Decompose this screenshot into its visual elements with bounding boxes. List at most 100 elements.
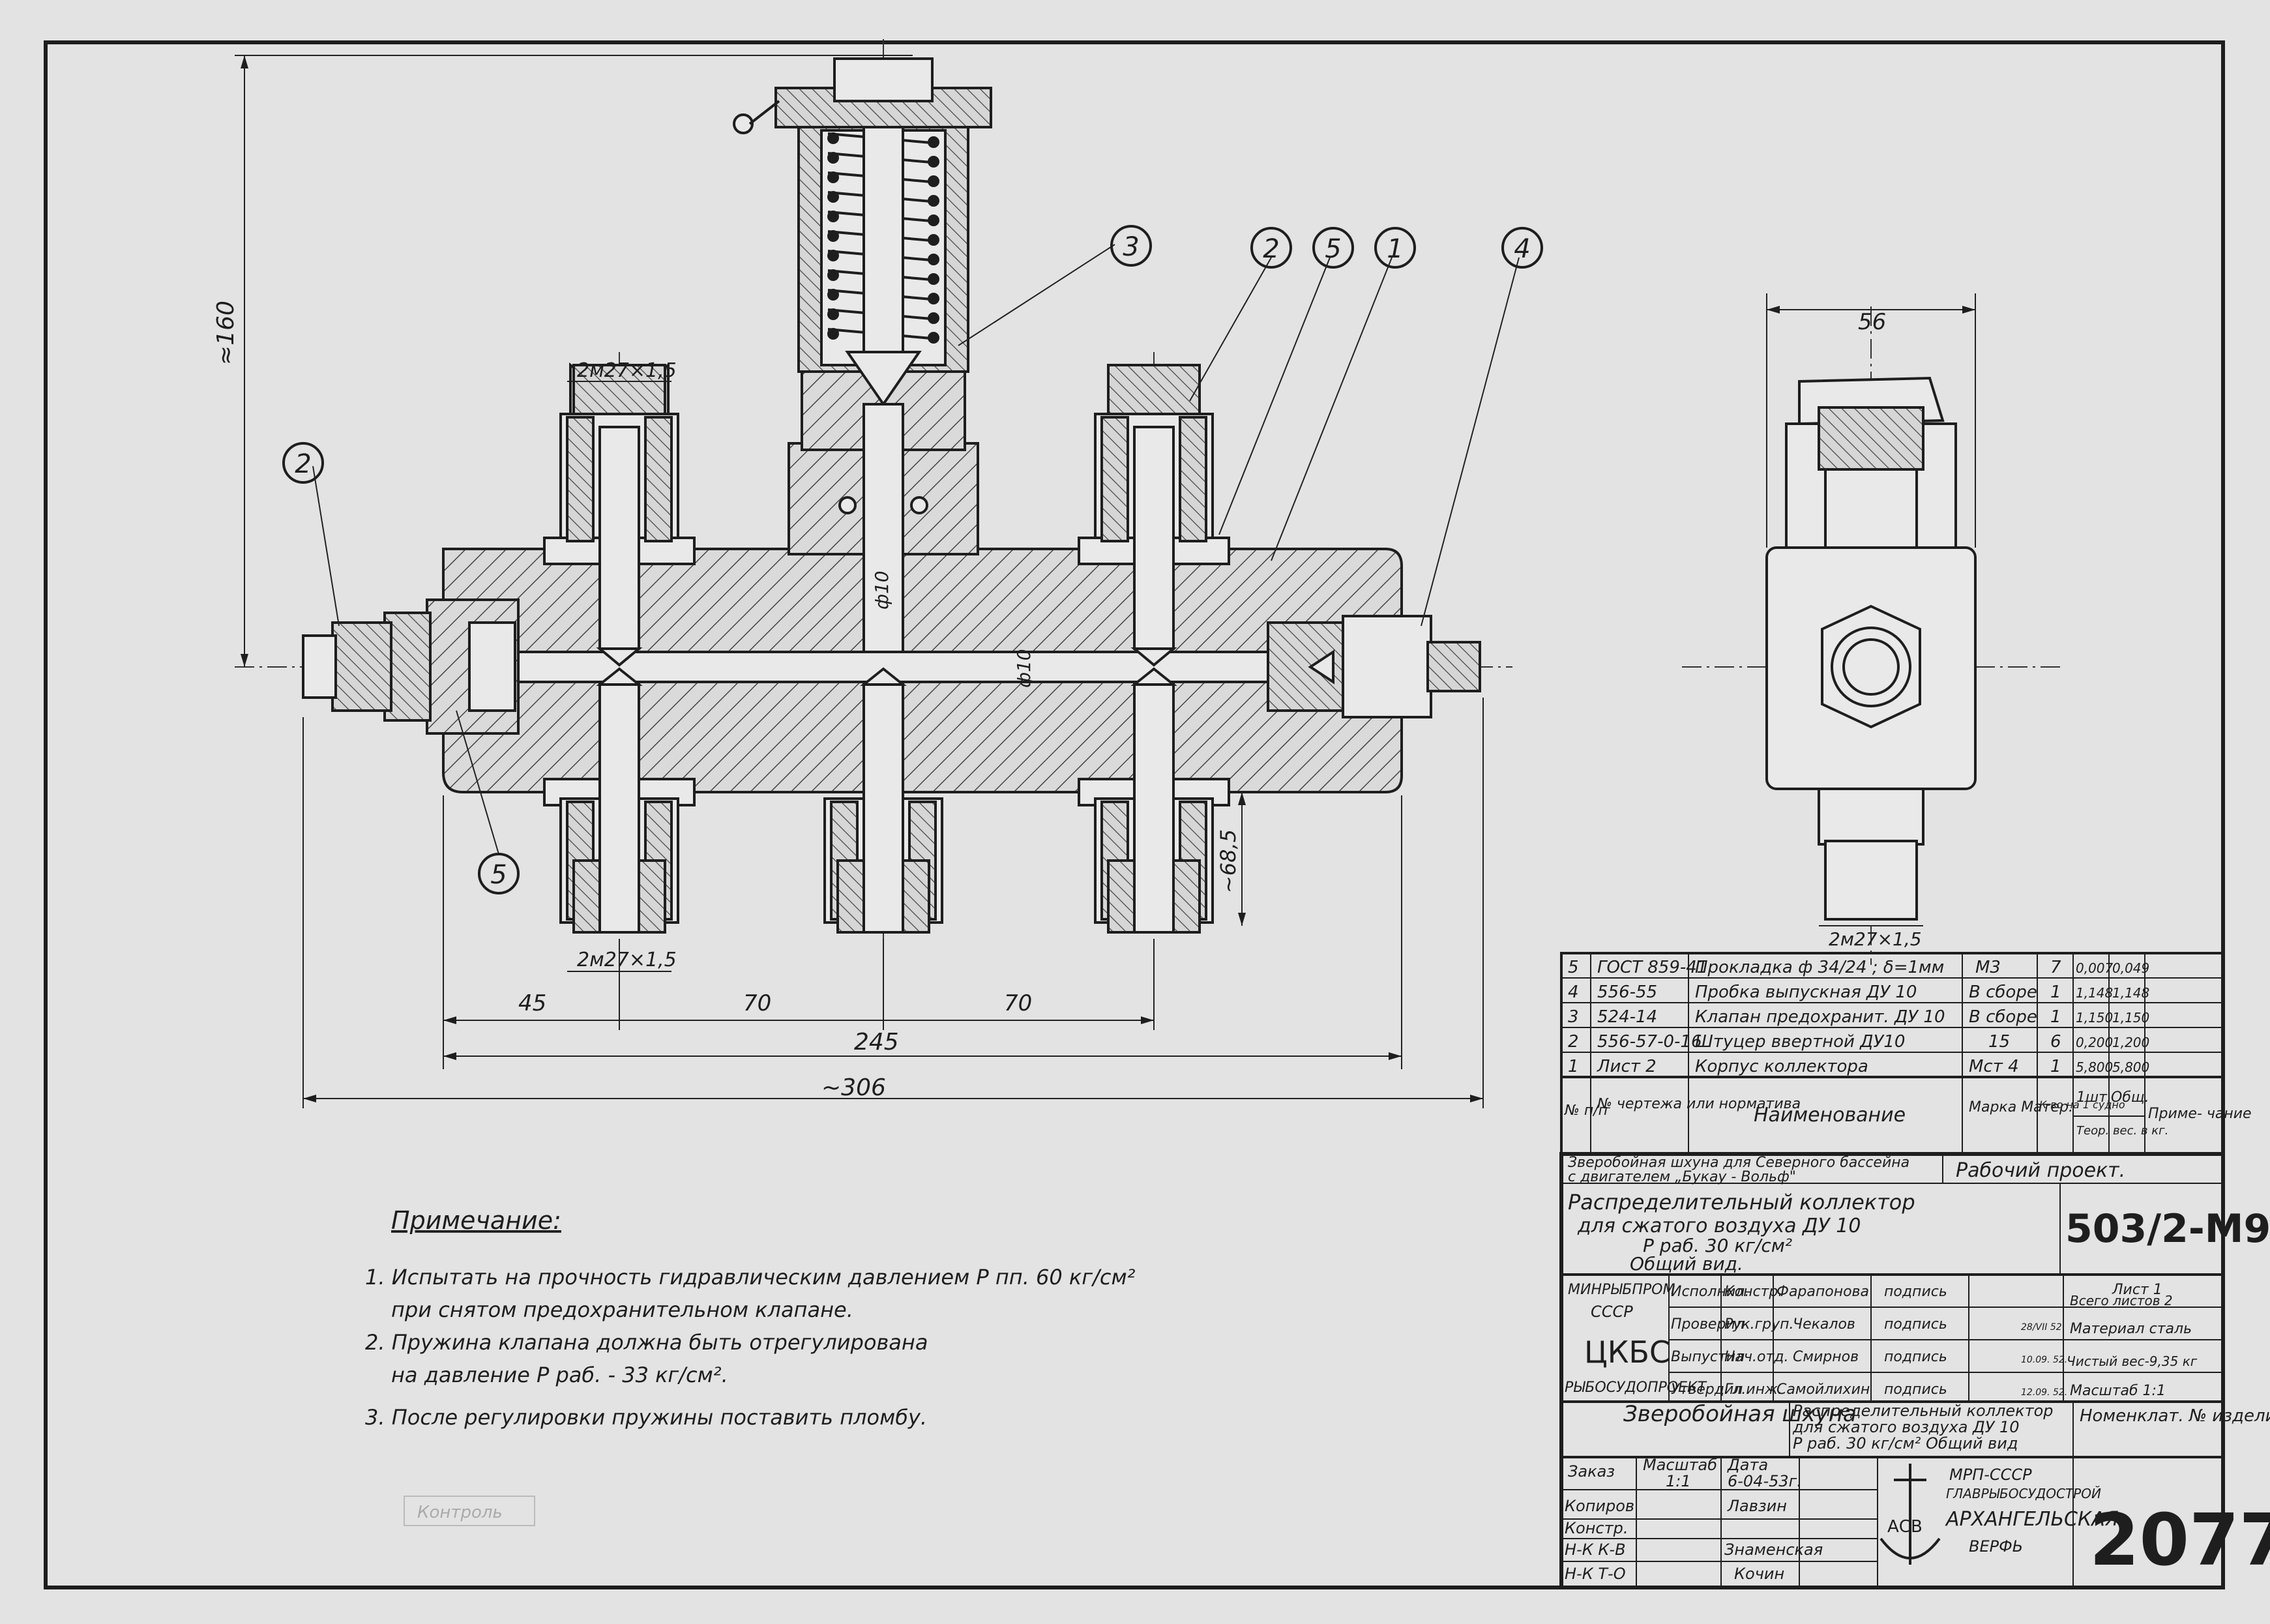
svg-text:1,150: 1,150 [2076, 1010, 2113, 1026]
svg-text:2: 2 [295, 449, 311, 479]
fitting-bottom-right [1078, 667, 1230, 934]
svg-text:МРП-СССР: МРП-СССР [1949, 1466, 2032, 1484]
svg-text:М3: М3 [1975, 958, 2001, 977]
svg-text:В сборе: В сборе [1969, 982, 2037, 1002]
svg-text:5,800: 5,800 [2112, 1059, 2149, 1075]
balloon-4: 4 [1501, 227, 1543, 269]
svg-text:556-55: 556-55 [1597, 982, 1657, 1002]
svg-text:Констр.: Констр. [1724, 1284, 1782, 1300]
anchor-logo-icon: АСВ [1879, 1464, 1941, 1565]
dim-thread-bottom: 2м27×1,5 [577, 949, 677, 971]
svg-text:5: 5 [490, 860, 507, 890]
balloon-3: 3 [1110, 225, 1152, 267]
svg-text:3: 3 [1123, 232, 1139, 262]
svg-text:Исполнил.: Исполнил. [1671, 1284, 1749, 1300]
svg-text:Нач.отд.: Нач.отд. [1724, 1349, 1789, 1365]
faint-stamp: Контроль [404, 1496, 535, 1526]
svg-text:Констр.: Констр. [1565, 1519, 1628, 1537]
note-line-5: 3. После регулировки пружины поставить п… [365, 1405, 927, 1430]
dim-height: ≈160 [213, 301, 239, 365]
svg-text:Корпус коллектора: Корпус коллектора [1695, 1057, 1868, 1076]
fitting-top-left [543, 362, 696, 667]
svg-text:Рук.груп.: Рук.груп. [1724, 1316, 1794, 1333]
svg-text:4: 4 [1514, 234, 1530, 264]
svg-text:Лавзин: Лавзин [1727, 1497, 1787, 1515]
svg-text:6: 6 [2050, 1032, 2061, 1052]
svg-text:АСВ: АСВ [1887, 1517, 1923, 1537]
svg-text:Всего листов 2: Всего листов 2 [2070, 1293, 2173, 1308]
svg-text:Н-К Т-О: Н-К Т-О [1565, 1565, 1626, 1583]
svg-text:ГОСТ 859-41: ГОСТ 859-41 [1597, 958, 1707, 977]
svg-text:Теор. вес. в кг.: Теор. вес. в кг. [2076, 1124, 2168, 1138]
svg-text:Дата: Дата [1727, 1456, 1768, 1474]
svg-text:Контроль: Контроль [417, 1503, 503, 1522]
dim-306: ~306 [821, 1074, 886, 1101]
leaders [312, 244, 1520, 855]
svg-text:ГЛАВРЫБОСУДОСТРОЙ: ГЛАВРЫБОСУДОСТРОЙ [1946, 1486, 2101, 1501]
svg-text:Общ.: Общ. [2111, 1089, 2149, 1106]
svg-text:№ п/п: № п/п [1564, 1102, 1608, 1119]
org-4: РЫБОСУДОПРОЕКТ [1565, 1380, 1707, 1396]
title-block: Зверобойная шхуна для Северного бассейна… [1559, 1152, 2270, 1589]
dim-side-thread: 2м27×1,5 [1829, 928, 1922, 950]
dim-70a: 70 [743, 990, 771, 1016]
svg-text:12.09. 52.: 12.09. 52. [2021, 1387, 2067, 1398]
svg-text:Номенклат. № изделия: Номенклат. № изделия [2080, 1406, 2270, 1426]
svg-text:Чекалов: Чекалов [1793, 1316, 1855, 1333]
bom-table: 5 ГОСТ 859-41 Прокладка ф 34/24 ; δ=1мм … [1560, 952, 2252, 1155]
project-stage: Рабочий проект. [1956, 1159, 2125, 1182]
bom-header: № п/п № чертежа или норматива Наименован… [1564, 1089, 2252, 1138]
title-line-4: Общий вид. [1630, 1253, 1743, 1275]
svg-text:5: 5 [1568, 958, 1579, 977]
dim-bore-a: ф10 [871, 570, 892, 610]
svg-text:Кочин: Кочин [1734, 1565, 1784, 1583]
document-number: 2077 [2089, 1498, 2270, 1582]
svg-text:0,007: 0,007 [2076, 960, 2114, 976]
note-line-4: на давление Р раб. - 33 кг/см². [391, 1363, 728, 1387]
front-view: 3 2 5 1 4 2 5 ≈160 [213, 39, 1543, 1108]
svg-text:Наименование: Наименование [1754, 1104, 1906, 1127]
side-view: 56 2м27×1,5 [1682, 293, 2060, 965]
svg-text:Самойлихин: Самойлихин [1776, 1381, 1870, 1398]
drawing-number: 503/2-М9-514 [2065, 1206, 2270, 1252]
svg-text:подпись: подпись [1884, 1349, 1947, 1365]
org-2: СССР [1591, 1303, 1633, 1321]
left-fitting [302, 598, 520, 735]
note-line-1: 1. Испытать на прочность гидравлическим … [365, 1265, 1136, 1290]
fitting-top-right [1078, 364, 1230, 667]
svg-text:1: 1 [2050, 982, 2061, 1002]
svg-text:подпись: подпись [1884, 1381, 1947, 1398]
dim-thread-top: 2м27×1,5 [577, 359, 677, 382]
title-line-2: для сжатого воздуха ДУ 10 [1577, 1215, 1861, 1237]
svg-text:Приме- чание: Приме- чание [2148, 1106, 2252, 1122]
balloon-5-bottom: 5 [478, 853, 520, 894]
svg-text:Материал сталь: Материал сталь [2070, 1321, 2192, 1337]
title-line-3: Р раб. 30 кг/см² [1643, 1235, 1792, 1256]
drain-plug [1267, 615, 1481, 718]
svg-text:4: 4 [1568, 982, 1579, 1002]
dim-bore-b: ф10 [1013, 649, 1035, 688]
svg-text:Проверил: Проверил [1671, 1316, 1745, 1333]
vessel-line-1: Зверобойная шхуна для Северного бассейна [1568, 1155, 1909, 1171]
note-line-3: 2. Пружина клапана должна быть отрегулир… [365, 1330, 928, 1355]
svg-text:Лист 2: Лист 2 [1597, 1057, 1657, 1076]
svg-text:0,049: 0,049 [2112, 960, 2149, 976]
org-1: МИНРЫБПРОМ [1568, 1282, 1675, 1298]
svg-text:0,200: 0,200 [2076, 1035, 2113, 1050]
svg-text:для сжатого воздуха ДУ 10: для сжатого воздуха ДУ 10 [1792, 1418, 2020, 1436]
svg-text:Мст 4: Мст 4 [1969, 1057, 2019, 1076]
dim-245: 245 [854, 1029, 899, 1056]
outer-frame [44, 40, 2225, 1589]
svg-text:Гл.инж.: Гл.инж. [1724, 1381, 1782, 1398]
svg-text:1:1: 1:1 [1666, 1472, 1691, 1490]
svg-text:В сборе: В сборе [1969, 1007, 2037, 1027]
dim-depth: ~68,5 [1216, 829, 1241, 893]
svg-text:Масштаб: Масштаб [1643, 1456, 1717, 1474]
svg-text:1,150: 1,150 [2112, 1010, 2149, 1026]
svg-text:ВЕРФЬ: ВЕРФЬ [1969, 1537, 2023, 1556]
balloon-2-left: 2 [282, 442, 324, 484]
vessel-line-2: с двигателем „Букау - Вольф" [1568, 1169, 1796, 1185]
svg-text:Р раб. 30 кг/см² Общий вид: Р раб. 30 кг/см² Общий вид [1793, 1434, 2018, 1453]
